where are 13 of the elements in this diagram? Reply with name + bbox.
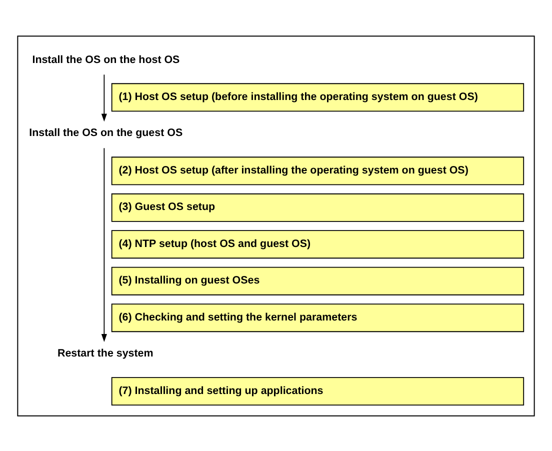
node-box: (5) Installing on guest OSes xyxy=(111,266,524,295)
arrow xyxy=(101,147,107,342)
arrow xyxy=(101,74,107,122)
node-box: (7) Installing and setting up applications xyxy=(111,376,524,406)
node-box: (2) Host OS setup (after installing the operating system on guest OS) xyxy=(111,156,524,185)
node-text: Restart the system xyxy=(57,347,154,360)
node-box: (4) NTP setup (host OS and guest OS) xyxy=(111,230,524,258)
node-text: Install the OS on the guest OS xyxy=(29,126,183,139)
node-box: (3) Guest OS setup xyxy=(111,192,524,222)
node-text: Install the OS on the host OS xyxy=(32,53,180,66)
node-box: (1) Host OS setup (before installing the operating system on guest OS) xyxy=(111,82,524,112)
node-box: (6) Checking and setting the kernel parameters xyxy=(111,303,524,332)
cluster xyxy=(17,35,535,416)
